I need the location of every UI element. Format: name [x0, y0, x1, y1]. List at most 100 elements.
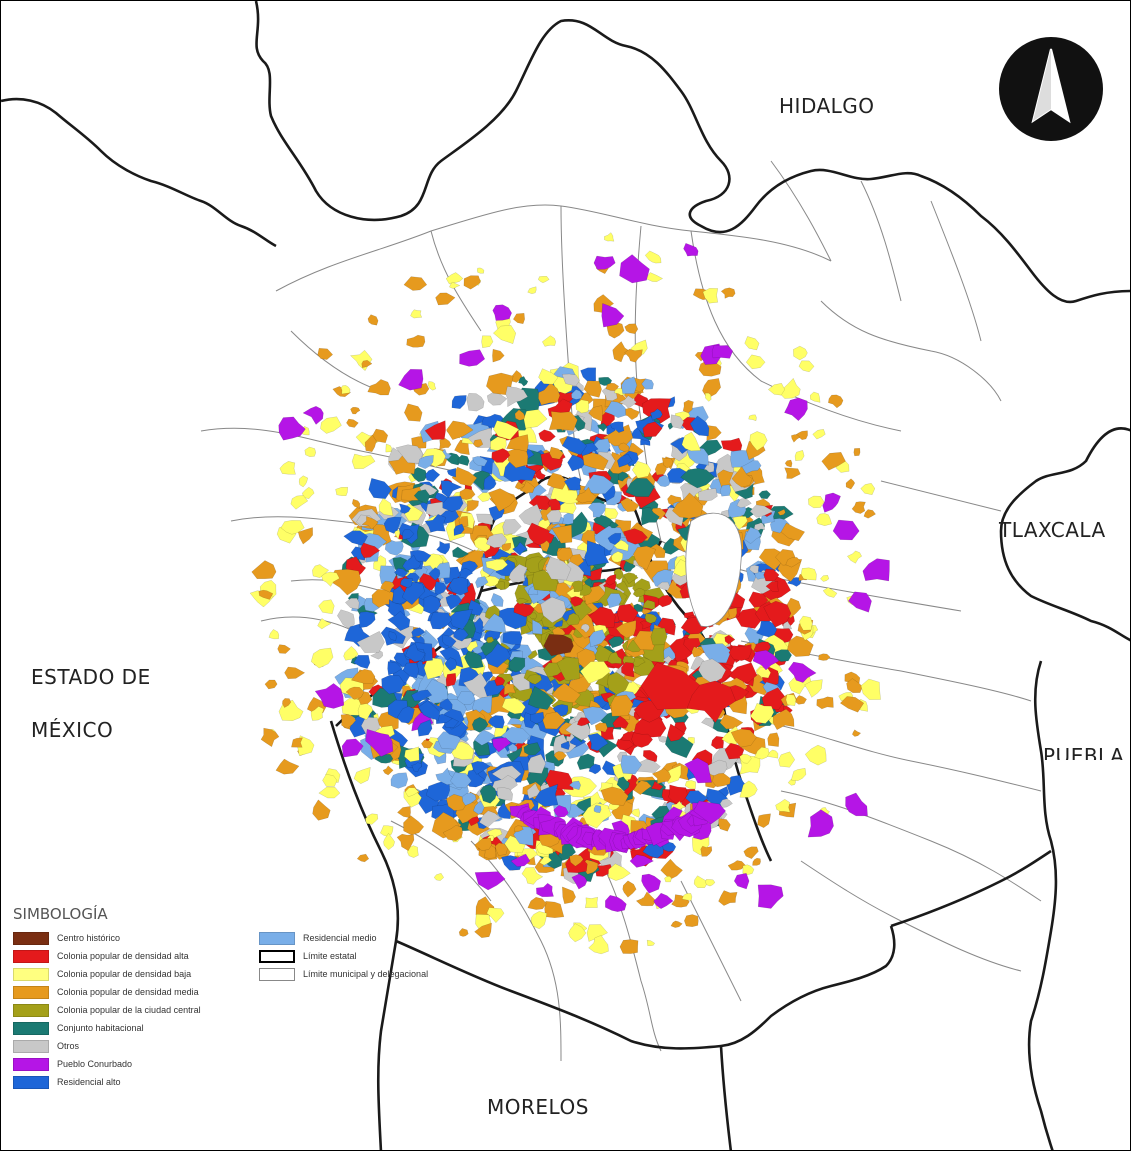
- land-use-patch: [668, 784, 688, 805]
- land-use-patch: [542, 335, 557, 347]
- land-use-patch: [719, 798, 733, 808]
- land-use-patch: [624, 348, 643, 363]
- land-use-patch: [712, 772, 731, 788]
- land-use-patch: [423, 656, 445, 680]
- land-use-patch: [623, 561, 636, 573]
- land-use-patch: [318, 786, 341, 799]
- land-use-patch: [433, 872, 444, 881]
- land-use-patch: [380, 825, 394, 837]
- land-use-patch: [471, 760, 491, 775]
- land-use-patch: [537, 276, 550, 284]
- land-use-patch: [451, 466, 478, 487]
- land-use-patch: [473, 537, 491, 552]
- land-use-patch: [340, 385, 351, 395]
- land-use-patch: [632, 657, 646, 667]
- land-use-patch: [491, 737, 512, 753]
- land-use-patch: [642, 421, 663, 438]
- land-use-patch: [753, 522, 766, 532]
- land-use-patch: [381, 674, 405, 695]
- land-use-patch: [290, 495, 309, 510]
- land-use-patch: [264, 679, 278, 690]
- land-use-patch: [752, 649, 780, 671]
- land-use-patch: [619, 939, 639, 954]
- land-use-patch: [549, 446, 564, 460]
- land-use-patch: [400, 577, 413, 589]
- land-use-patch: [379, 565, 397, 585]
- land-use-patch: [439, 646, 464, 668]
- legend-item: Pueblo Conurbado: [13, 1055, 201, 1073]
- legend-label: Límite municipal y delegacional: [303, 969, 429, 979]
- land-use-patch: [631, 808, 641, 818]
- land-use-patch: [488, 488, 517, 512]
- land-use-patch: [410, 309, 423, 319]
- land-use-patch: [501, 542, 512, 551]
- land-use-patch: [512, 541, 528, 556]
- legend-label: Residencial alto: [57, 1077, 121, 1087]
- land-use-patch: [567, 454, 586, 472]
- land-use-patch: [784, 397, 808, 421]
- land-use-patch: [536, 882, 554, 897]
- land-use-patch: [476, 267, 485, 274]
- land-use-patch: [794, 450, 805, 462]
- land-use-patch: [772, 708, 795, 730]
- land-use-patch: [568, 923, 587, 943]
- land-use-patch: [564, 476, 581, 491]
- land-use-patch: [518, 504, 543, 528]
- land-use-patch: [680, 468, 716, 489]
- land-use-patch: [812, 428, 826, 440]
- land-use-patch: [588, 405, 603, 422]
- land-use-patch: [633, 545, 657, 571]
- land-use-patch: [417, 719, 433, 737]
- land-use-patch: [604, 507, 619, 520]
- land-use-patch: [651, 768, 672, 785]
- land-use-patch: [440, 480, 463, 499]
- land-use-patch: [403, 815, 425, 836]
- land-use-patch: [425, 468, 441, 483]
- land-use-patch: [697, 488, 718, 502]
- land-use-patch: [513, 601, 535, 618]
- land-use-patch: [351, 453, 376, 470]
- land-use-patch: [445, 673, 457, 687]
- land-use-patch: [317, 618, 332, 630]
- land-use-patch: [577, 717, 591, 727]
- land-use-patch: [804, 679, 823, 698]
- land-use-patch: [527, 897, 547, 910]
- land-use-patch: [446, 793, 468, 811]
- legend-swatch: [13, 1021, 49, 1035]
- land-use-patch: [788, 661, 817, 683]
- land-use-patch: [600, 786, 629, 806]
- land-use-patch: [852, 729, 862, 737]
- legend-item: Residencial medio: [259, 929, 428, 947]
- land-use-patch: [733, 872, 750, 890]
- land-use-patch: [693, 800, 726, 825]
- land-use-patch: [277, 644, 291, 654]
- land-use-patch: [411, 627, 426, 638]
- land-use-patch: [538, 382, 561, 406]
- land-use-patch: [570, 596, 584, 607]
- land-use-patch: [732, 516, 748, 531]
- land-use-patch: [390, 772, 409, 789]
- land-use-patch: [644, 250, 662, 264]
- legend-label: Pueblo Conurbado: [57, 1059, 133, 1069]
- land-use-patch: [350, 406, 361, 415]
- land-use-patch: [321, 571, 340, 587]
- land-use-patch: [758, 490, 771, 500]
- land-use-patch: [464, 650, 484, 669]
- land-use-patch: [584, 540, 610, 567]
- land-use-patch: [822, 492, 841, 513]
- land-use-patch: [765, 581, 779, 592]
- land-use-patch: [684, 757, 712, 784]
- land-use-patch: [702, 288, 719, 304]
- region-label-puebla: PUEBLA: [1043, 744, 1125, 760]
- land-use-patch: [340, 714, 357, 729]
- legend-swatch: [13, 985, 49, 999]
- land-use-patch: [807, 809, 834, 838]
- land-use-patch: [605, 382, 619, 391]
- land-use-patch: [497, 802, 511, 819]
- land-use-patch: [848, 591, 872, 613]
- land-use-patch: [345, 686, 365, 700]
- land-use-patch: [279, 461, 296, 475]
- land-use-patch: [436, 540, 451, 555]
- land-use-patch: [532, 619, 543, 635]
- land-use-patch: [382, 765, 394, 776]
